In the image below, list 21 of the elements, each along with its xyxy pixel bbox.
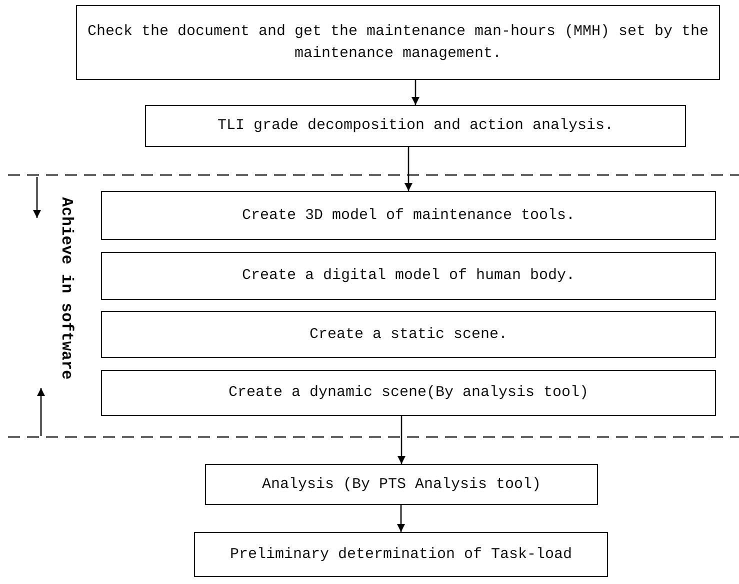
process-box: [194, 532, 608, 577]
step-text: Create 3D model of maintenance tools.: [242, 206, 576, 226]
step-text: Create a static scene.: [309, 324, 508, 345]
step-text: Create a digital model of human body.: [242, 266, 576, 286]
arrow: [412, 80, 420, 105]
process-box: [101, 311, 716, 358]
step-text: Preliminary determination of Task-load: [230, 544, 572, 565]
process-box: [145, 105, 686, 147]
step-text: Create a dynamic scene(By analysis tool): [228, 383, 589, 404]
process-box: [101, 191, 716, 240]
step-text: Check the document and get the maintenance man-hours (MMH) set by the maintenance management.: [86, 22, 710, 64]
process-box: [76, 5, 720, 80]
process-box: [205, 464, 598, 505]
process-box: [101, 252, 716, 300]
arrow: [404, 147, 412, 191]
side-label: Achieve in software: [56, 196, 76, 382]
step-text: TLI grade decomposition and action analysis.: [217, 116, 614, 136]
arrow: [398, 416, 406, 464]
arrow: [397, 505, 405, 532]
process-box: [101, 370, 716, 416]
step-text: Analysis (By PTS Analysis tool): [262, 474, 542, 495]
